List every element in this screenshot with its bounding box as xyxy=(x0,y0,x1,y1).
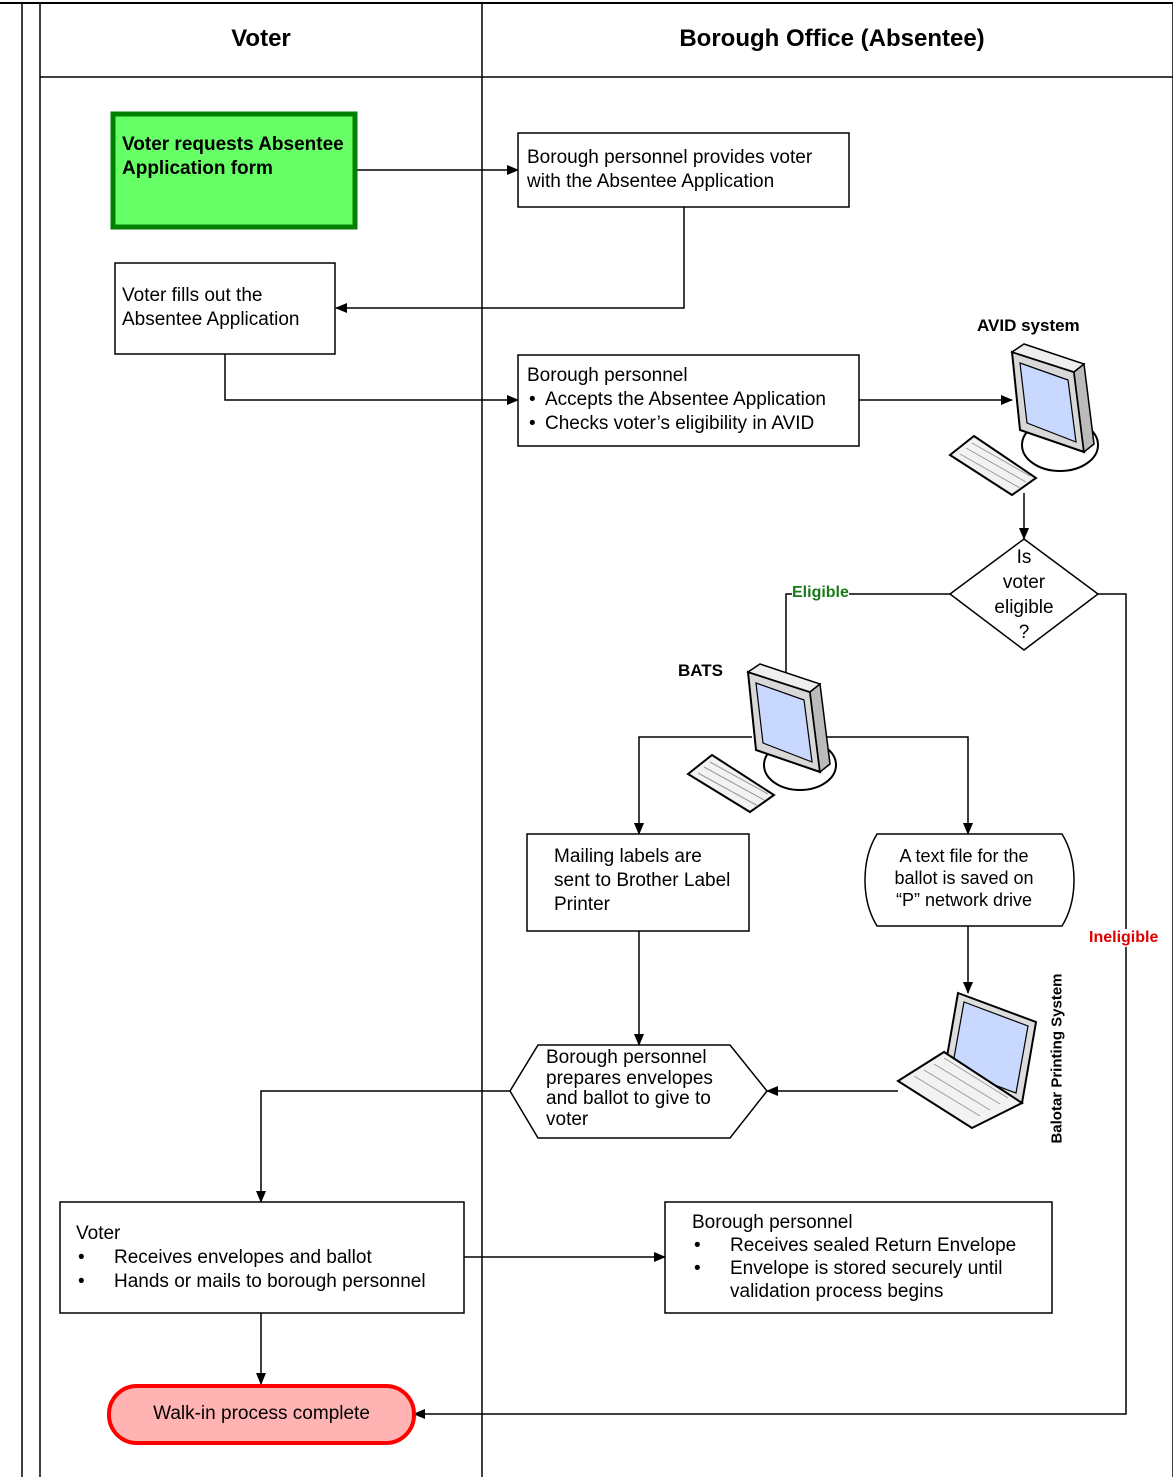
ineligible-label: Ineligible xyxy=(1089,929,1159,947)
connectors xyxy=(224,165,1127,1419)
start-label: Voter requests Absentee Application form xyxy=(122,134,344,179)
textfile-label: A text file for the ballot is saved on “… xyxy=(894,846,1034,910)
mailing-label: Mailing labels are sent to Brother Label… xyxy=(554,846,731,915)
avid-computer-icon xyxy=(948,343,1099,497)
receives-text: Borough personnel Receives sealed Return… xyxy=(692,1211,1047,1303)
lane-header-voter: Voter xyxy=(231,25,291,52)
bats-computer-icon xyxy=(686,663,837,814)
fills-label: Voter fills out the Absentee Application xyxy=(122,285,300,330)
receives-item-2: Envelope is stored securely until valida… xyxy=(692,1257,1047,1303)
lane-header-office: Borough Office (Absentee) xyxy=(679,25,985,52)
end-terminator xyxy=(107,1384,416,1445)
eligible-label: Eligible xyxy=(792,584,849,602)
balotar-label: Balotar Printing System xyxy=(1048,973,1066,1144)
voter-item-2: Hands or mails to borough personnel xyxy=(76,1270,461,1294)
accepts-text: Borough personnel Accepts the Absentee A… xyxy=(527,364,857,436)
fills-box xyxy=(114,262,336,355)
receives-list: Receives sealed Return Envelope Envelope… xyxy=(692,1234,1047,1303)
balotar-laptop-icon xyxy=(896,991,1038,1130)
prepares-hexagon xyxy=(509,1044,768,1139)
mailing-box xyxy=(526,833,750,932)
decision-diamond xyxy=(948,538,1100,651)
accepts-item-2: Checks voter’s eligibility in AVID xyxy=(527,412,857,436)
textfile-shape xyxy=(864,833,1075,927)
avid-label: AVID system xyxy=(977,316,1080,335)
end-label: Walk-in process complete xyxy=(153,1403,370,1424)
provides-label: Borough personnel provides voter with th… xyxy=(527,147,813,192)
receives-item-1: Receives sealed Return Envelope xyxy=(692,1234,1047,1257)
voter-list: Receives envelopes and ballot Hands or m… xyxy=(76,1246,461,1294)
decision-label: Is voter eligible ? xyxy=(974,545,1074,645)
voter-title: Voter xyxy=(76,1223,121,1244)
voter-text: Voter Receives envelopes and ballot Hand… xyxy=(76,1222,461,1294)
bats-label: BATS xyxy=(678,661,724,680)
decision-line-3: eligible xyxy=(994,597,1054,618)
decision-line-2: voter xyxy=(1002,572,1046,593)
decision-line-4: ? xyxy=(1018,622,1030,643)
accepts-item-1: Accepts the Absentee Application xyxy=(527,388,857,412)
accepts-title: Borough personnel xyxy=(527,365,688,386)
decision-line-1: Is xyxy=(1016,547,1032,568)
receives-title: Borough personnel xyxy=(692,1212,853,1233)
accepts-list: Accepts the Absentee Application Checks … xyxy=(527,388,857,436)
start-box xyxy=(110,111,358,230)
provides-box xyxy=(517,132,850,208)
voter-item-1: Receives envelopes and ballot xyxy=(76,1246,461,1270)
prepares-label: Borough personnel prepares envelopes and… xyxy=(546,1047,713,1130)
